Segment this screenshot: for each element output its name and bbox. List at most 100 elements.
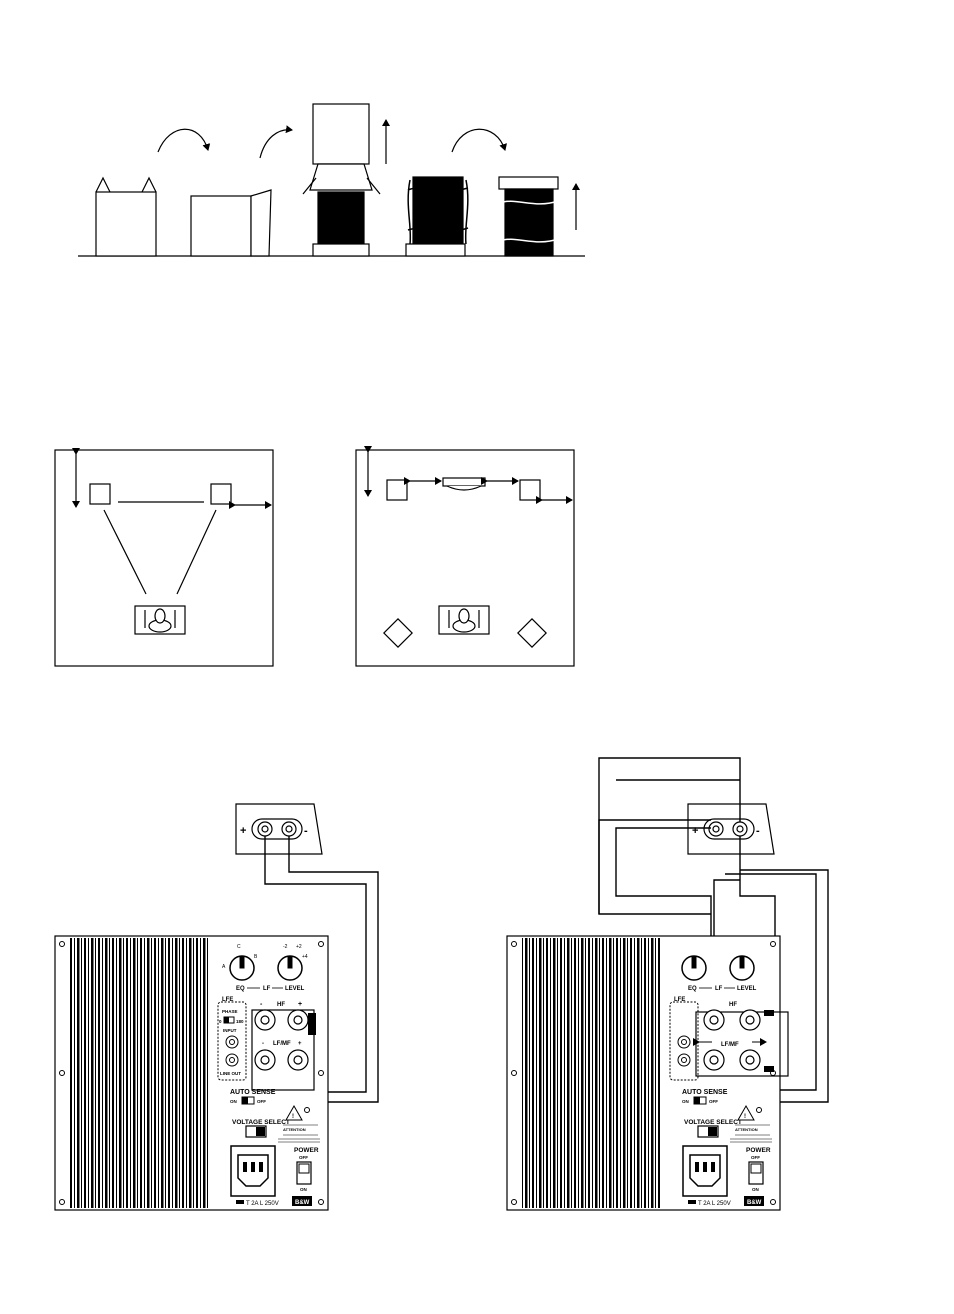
link-bar-removed <box>764 1010 774 1016</box>
eq-scale-b: B <box>254 954 258 960</box>
home-theater-placement-diagram <box>355 446 575 667</box>
warning-triangle-icon <box>285 1104 303 1121</box>
eq-scale-c: C <box>237 944 241 950</box>
rear-panel-right: EQ LF LEVEL LFE HF <box>506 935 789 1211</box>
lf-label: LF <box>715 986 723 992</box>
amp-plus-label: + <box>240 825 246 837</box>
warning-triangle-icon <box>737 1104 755 1121</box>
amp-minus-label: - <box>304 825 308 837</box>
rotate-arrow-icon <box>451 128 507 153</box>
auto-sense-on-label: ON <box>230 1099 237 1104</box>
rotate-arrow-icon <box>157 128 211 153</box>
hf-minus-label: - <box>260 1001 263 1008</box>
auto-sense-on-label: ON <box>682 1099 689 1104</box>
unpacking-sequence <box>78 103 585 257</box>
level-scale-m2: -2 <box>283 944 288 950</box>
warning-mark: ! <box>292 1114 294 1120</box>
amp-minus-label: - <box>756 825 760 837</box>
lfe-input-jack[interactable] <box>225 1035 239 1049</box>
box-lift-off-icon <box>302 103 390 257</box>
eq-label: EQ <box>236 986 245 992</box>
warning-label: ATTENTION <box>735 1127 758 1132</box>
power-on-label: ON <box>752 1187 759 1192</box>
warning-label: ATTENTION <box>283 1127 306 1132</box>
phase-0-label: 0 <box>219 1019 222 1024</box>
auto-sense-label: AUTO SENSE <box>682 1089 728 1096</box>
lfmf-label: LF/MF <box>721 1042 739 1048</box>
brand-logo <box>744 1196 764 1206</box>
line-out-jack[interactable] <box>225 1053 239 1067</box>
speaker-left-icon <box>386 479 408 501</box>
hf-label: HF <box>729 1002 737 1008</box>
power-off-label: OFF <box>299 1155 308 1160</box>
lfe-label: LFE <box>674 997 685 1003</box>
heatsink-fins <box>70 938 210 1208</box>
listener-chair-icon <box>134 605 186 635</box>
fuse-label: T 2A L 250V <box>246 1201 279 1207</box>
hf-plus-label: + <box>298 1001 302 1008</box>
speaker-wrapped-icon <box>405 176 469 257</box>
eq-knob[interactable] <box>681 955 707 981</box>
level-knob[interactable] <box>729 955 755 981</box>
voltage-select-label: VOLTAGE SELECT <box>232 1119 290 1126</box>
amplifier-terminal-block: + - <box>687 803 775 855</box>
power-label: POWER <box>294 1147 319 1154</box>
box-tipped-icon <box>190 189 272 257</box>
hf-label: HF <box>277 1002 285 1008</box>
level-knob[interactable] <box>277 955 303 981</box>
speaker-right-icon <box>210 483 232 505</box>
brand-label: B&W <box>747 1200 762 1206</box>
eq-scale-a: A <box>222 964 226 970</box>
amp-plus-label: + <box>692 825 698 837</box>
level-scale-p2: +2 <box>296 944 302 950</box>
power-inlet-icon <box>682 1145 728 1197</box>
link-bar <box>308 1013 316 1035</box>
fuse-icon <box>688 1200 696 1204</box>
voltage-select-label: VOLTAGE SELECT <box>684 1119 742 1126</box>
phase-label: PHASE <box>222 1009 238 1014</box>
link-bar-removed <box>764 1066 774 1072</box>
fuse-icon <box>236 1200 244 1204</box>
lfe-label: LFE <box>222 997 233 1003</box>
warning-mark: ! <box>744 1114 746 1120</box>
eq-label: EQ <box>688 986 697 992</box>
lfmf-label: LF/MF <box>273 1041 291 1047</box>
auto-sense-off-label: OFF <box>709 1099 718 1104</box>
power-on-label: ON <box>300 1187 307 1192</box>
lfe-input-label: INPUT <box>223 1028 237 1033</box>
surround-right-icon <box>517 618 547 648</box>
auto-sense-off-label: OFF <box>257 1099 266 1104</box>
level-label: LEVEL <box>737 986 757 992</box>
auto-sense-label: AUTO SENSE <box>230 1089 276 1096</box>
speaker-inverted-icon <box>498 176 580 257</box>
amplifier-terminal-block: + - <box>235 803 323 855</box>
rotate-arrow-icon <box>259 125 293 159</box>
line-out-label: LINE OUT <box>220 1071 241 1076</box>
fuse-label: T 2A L 250V <box>698 1201 731 1207</box>
level-scale-p4: +4 <box>302 954 308 960</box>
lfmf-minus-label: - <box>262 1041 264 1047</box>
single-wire-diagram: + - C <box>54 803 379 1211</box>
brand-label: B&W <box>295 1200 310 1206</box>
lf-label: LF <box>263 986 271 992</box>
lfmf-plus-label: + <box>298 1041 302 1047</box>
power-off-label: OFF <box>751 1155 760 1160</box>
speaker-right-icon <box>519 479 541 501</box>
power-inlet-icon <box>230 1145 276 1197</box>
power-label: POWER <box>746 1147 771 1154</box>
level-label: LEVEL <box>285 986 305 992</box>
rear-panel-left: C B A -2 +2 +4 EQ LF LEVEL LFE PHASE 0 1… <box>54 935 329 1211</box>
line-out-jack[interactable] <box>677 1053 691 1067</box>
terminal-bracket <box>251 1009 315 1091</box>
surround-left-icon <box>383 618 413 648</box>
box-open-icon <box>95 176 157 257</box>
speaker-left-icon <box>89 483 111 505</box>
eq-knob[interactable] <box>229 955 255 981</box>
lfe-input-jack[interactable] <box>677 1035 691 1049</box>
phase-180-label: 180 <box>236 1019 244 1024</box>
brand-logo <box>292 1196 312 1206</box>
listener-chair-icon <box>438 605 490 635</box>
stereo-placement-diagram <box>54 448 274 667</box>
bi-wire-diagram: + - <box>506 757 829 1211</box>
